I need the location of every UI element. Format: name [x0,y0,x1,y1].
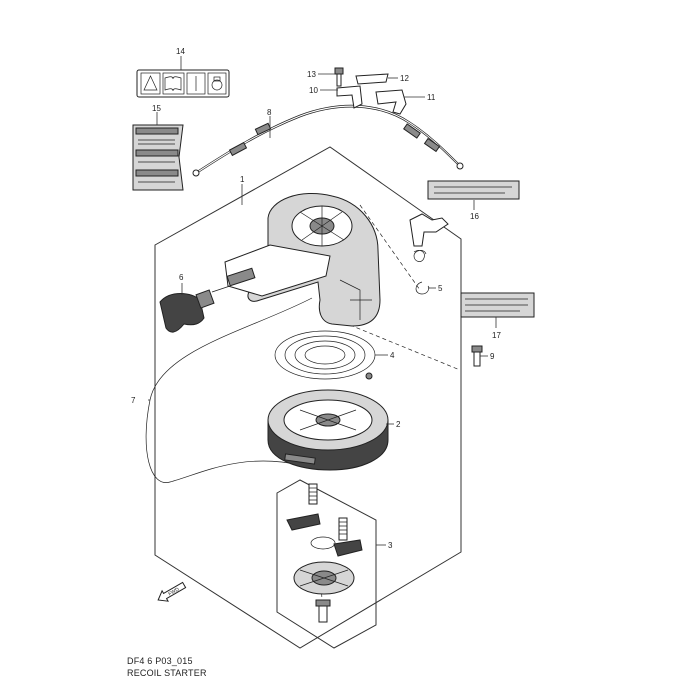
leader-lines [148,56,497,546]
part-lockout-cable [192,104,464,177]
part-starter-handle [159,285,231,333]
callout-1: 1 [240,175,245,184]
callout-14: 14 [176,47,185,56]
part-recoil-spring [274,330,376,380]
part-bolt-13 [334,67,344,87]
callout-12: 12 [400,74,409,83]
part-label-17 [460,292,535,318]
part-label-16 [427,180,520,200]
part-plate-12 [355,73,389,85]
part-caution-label [132,124,184,191]
part-starter-housing [224,192,381,327]
part-clip [415,281,430,295]
part-rope-reel [267,389,389,471]
callout-13: 13 [307,70,316,79]
callout-2: 2 [396,420,401,429]
callout-9: 9 [490,352,495,361]
callout-10: 10 [309,86,318,95]
callout-5: 5 [438,284,443,293]
callout-8: 8 [267,108,272,117]
part-lockout-lever [409,213,449,262]
callout-numbers: 14 15 8 1 6 7 13 10 12 11 16 17 9 5 4 2 … [131,47,501,550]
callout-7: 7 [131,396,136,405]
part-warning-label [136,69,230,98]
part-bracket-11 [375,89,407,115]
callout-15: 15 [152,104,161,113]
diagram-code: DF4 6 P03_015 [127,656,193,666]
callout-17: 17 [492,331,501,340]
callout-4: 4 [390,351,395,360]
callout-11: 11 [427,93,436,102]
fwd-label: FWD [168,586,181,597]
part-starter-rope [145,297,313,483]
part-bolt-9 [471,345,483,367]
callout-3: 3 [388,541,393,550]
fwd-arrow-icon: FWD [157,581,187,602]
part-ratchet-assembly [286,483,363,623]
subassembly-frame [276,479,377,649]
callout-6: 6 [179,273,184,282]
callout-16: 16 [470,212,479,221]
assembly-frame [154,146,462,649]
part-bracket-10 [336,85,363,109]
diagram-title: RECOIL STARTER [127,668,207,678]
